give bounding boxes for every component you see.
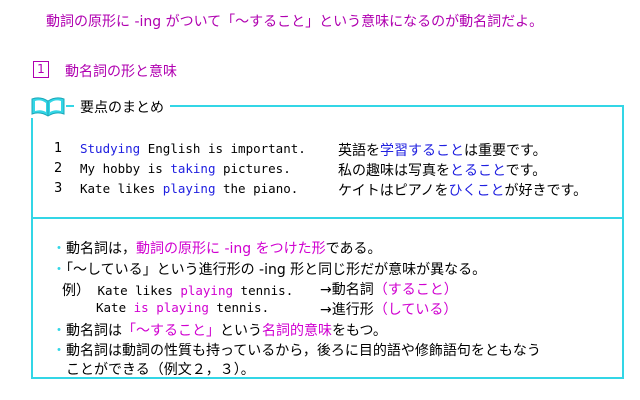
section-title: 動名詞の形と意味 xyxy=(65,64,177,80)
example-japanese: 英語を学習することは重要です。 xyxy=(338,143,547,159)
example-japanese: 私の趣味は写真をとることです。 xyxy=(338,163,547,179)
intro-text: 動詞の原形に -ing がついて「～すること」という意味になるのが動名詞だよ。 xyxy=(46,14,544,30)
example-number: 2 xyxy=(54,161,63,176)
example-english: Kate likes playing the piano. xyxy=(80,181,299,196)
example-row-progressive: Kate is playing tennis. xyxy=(96,300,270,315)
example-highlight: 学習すること xyxy=(380,143,464,159)
point-item: ・動名詞は，動詞の原形に -ing をつけた形である。 xyxy=(52,241,382,257)
example-number: 3 xyxy=(54,181,63,196)
example-highlight: taking xyxy=(170,161,216,176)
bullet-dot-icon: ・ xyxy=(52,262,66,278)
open-book-icon xyxy=(30,94,66,118)
example-number: 1 xyxy=(54,141,63,156)
example-highlight: とること xyxy=(450,163,506,179)
summary-box-title: 要点のまとめ xyxy=(74,97,170,117)
point-item: ・動名詞は「～すること」という名詞的意味をもつ。 xyxy=(52,323,387,339)
example-japanese: ケイトはピアノをひくことが好きです。 xyxy=(338,183,588,199)
summary-box xyxy=(31,105,624,379)
summary-divider xyxy=(31,217,624,219)
example-highlight: playing xyxy=(162,181,216,196)
example-highlight: ひくこと xyxy=(448,183,505,199)
bullet-dot-icon: ・ xyxy=(52,343,66,359)
example-row-gerund: 例） Kate likes playing tennis. xyxy=(62,283,294,299)
point-item: ・「～している」という進行形の -ing 形と同じ形だが意味が異なる。 xyxy=(52,262,487,278)
example-row-gerund-label: →動名詞（すること） xyxy=(320,282,458,298)
example-highlight: Studying xyxy=(80,141,141,156)
section-number-badge: 1 xyxy=(33,61,49,78)
example-english: My hobby is taking pictures. xyxy=(80,161,291,176)
bullet-dot-icon: ・ xyxy=(52,241,66,257)
point-item: ・動名詞は動詞の性質も持っているから，後ろに目的語や修飾語句をともなう xyxy=(52,343,541,359)
example-row-progressive-label: →進行形（している） xyxy=(320,302,458,318)
example-english: Studying English is important. xyxy=(80,141,306,156)
bullet-dot-icon: ・ xyxy=(52,323,66,339)
point-item-continued: ことができる（例文２，３）。 xyxy=(66,362,255,378)
